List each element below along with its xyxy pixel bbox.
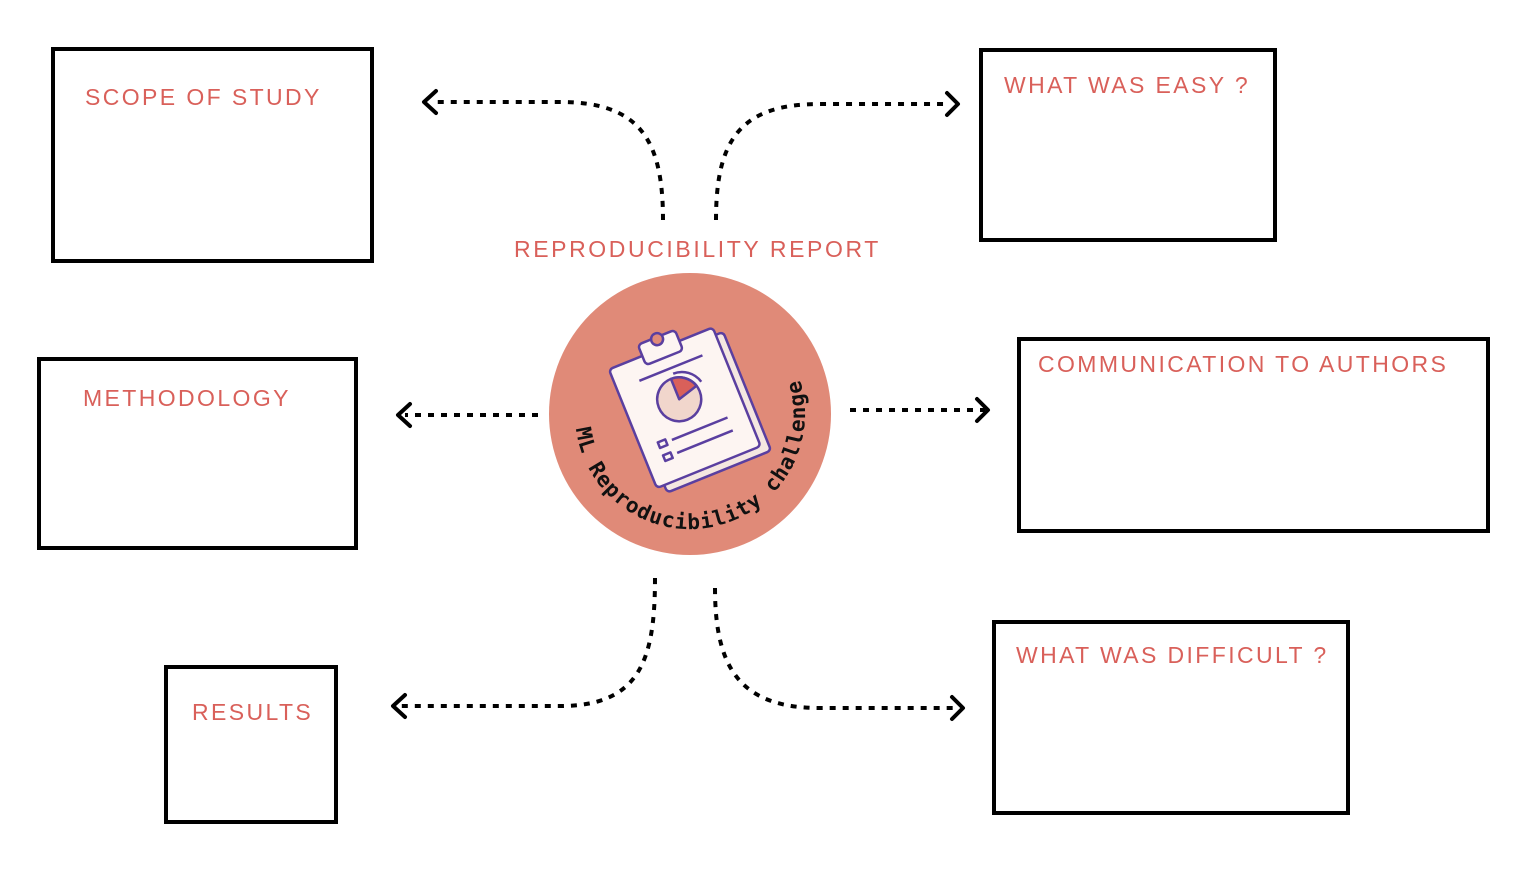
clipboard-pie-chart-icon (608, 327, 772, 493)
box-what-was-easy (979, 48, 1277, 242)
connector-difficult (713, 587, 955, 710)
box-scope-of-study (51, 47, 374, 263)
title-communication-to-authors: COMMUNICATION TO AUTHORS (1038, 351, 1449, 377)
arrowhead-easy (945, 91, 960, 117)
center-title: REPRODUCIBILITY REPORT (514, 236, 881, 262)
title-methodology: METHODOLOGY (83, 385, 291, 411)
connector-easy (714, 102, 950, 221)
box-results (164, 665, 338, 824)
arrowhead-scope (422, 89, 438, 115)
title-results: RESULTS (192, 699, 314, 725)
box-communication-to-authors (1017, 337, 1490, 533)
arrowhead-communication (975, 397, 990, 423)
badge: ML Reproducibility challenge (549, 273, 831, 555)
title-what-was-easy: WHAT WAS EASY ? (1004, 72, 1251, 98)
title-what-was-difficult: WHAT WAS DIFFICULT ? (1016, 642, 1329, 668)
connector-results (400, 577, 657, 708)
title-scope-of-study: SCOPE OF STUDY (85, 84, 322, 110)
arrowhead-results (391, 693, 407, 719)
box-methodology (37, 357, 358, 550)
box-what-was-difficult (992, 620, 1350, 815)
connector-scope (435, 100, 665, 221)
arrowhead-difficult (950, 695, 965, 721)
arrowhead-methodology (396, 402, 412, 428)
